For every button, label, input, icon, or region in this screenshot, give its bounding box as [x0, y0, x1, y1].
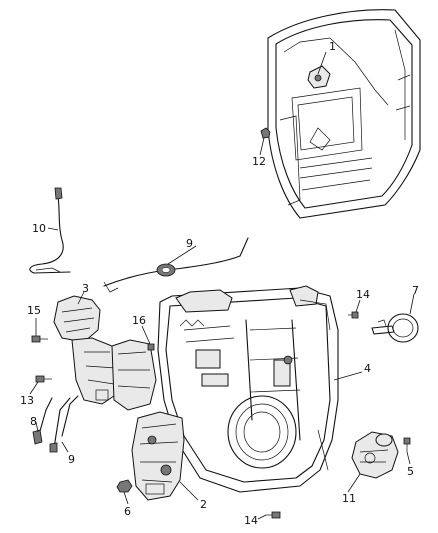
cable-9 [103, 237, 249, 293]
motor-11 [351, 431, 399, 479]
cable-10 [29, 187, 71, 274]
callout-3: 3 [82, 282, 89, 295]
callout-8: 8 [30, 415, 37, 428]
callout-4: 4 [364, 362, 371, 375]
callout-14-top: 14 [356, 288, 370, 301]
bracket-3 [53, 295, 125, 405]
door-module-4 [157, 285, 339, 493]
callout-12: 12 [252, 155, 266, 168]
callout-16: 16 [132, 314, 146, 327]
callout-9-rod: 9 [68, 453, 75, 466]
module-16 [111, 339, 157, 411]
callout-6: 6 [124, 505, 131, 518]
callout-9-cable: 9 [186, 237, 193, 250]
callout-7: 7 [412, 284, 419, 297]
callout-14-bottom: 14 [244, 514, 258, 527]
callout-labels: 1 2 3 4 5 6 7 8 9 9 10 11 12 13 14 14 15… [20, 40, 419, 527]
callout-11: 11 [342, 492, 356, 505]
rods-8-9 [32, 395, 79, 453]
leader-lines [29, 51, 415, 520]
door-shell [260, 9, 421, 219]
latch-2 [131, 411, 185, 501]
ring-7 [371, 313, 419, 343]
callout-10: 10 [32, 222, 46, 235]
callout-15: 15 [27, 304, 41, 317]
callout-5: 5 [407, 465, 414, 478]
callout-2: 2 [200, 498, 207, 511]
callout-13: 13 [20, 394, 34, 407]
callout-1: 1 [329, 40, 336, 53]
